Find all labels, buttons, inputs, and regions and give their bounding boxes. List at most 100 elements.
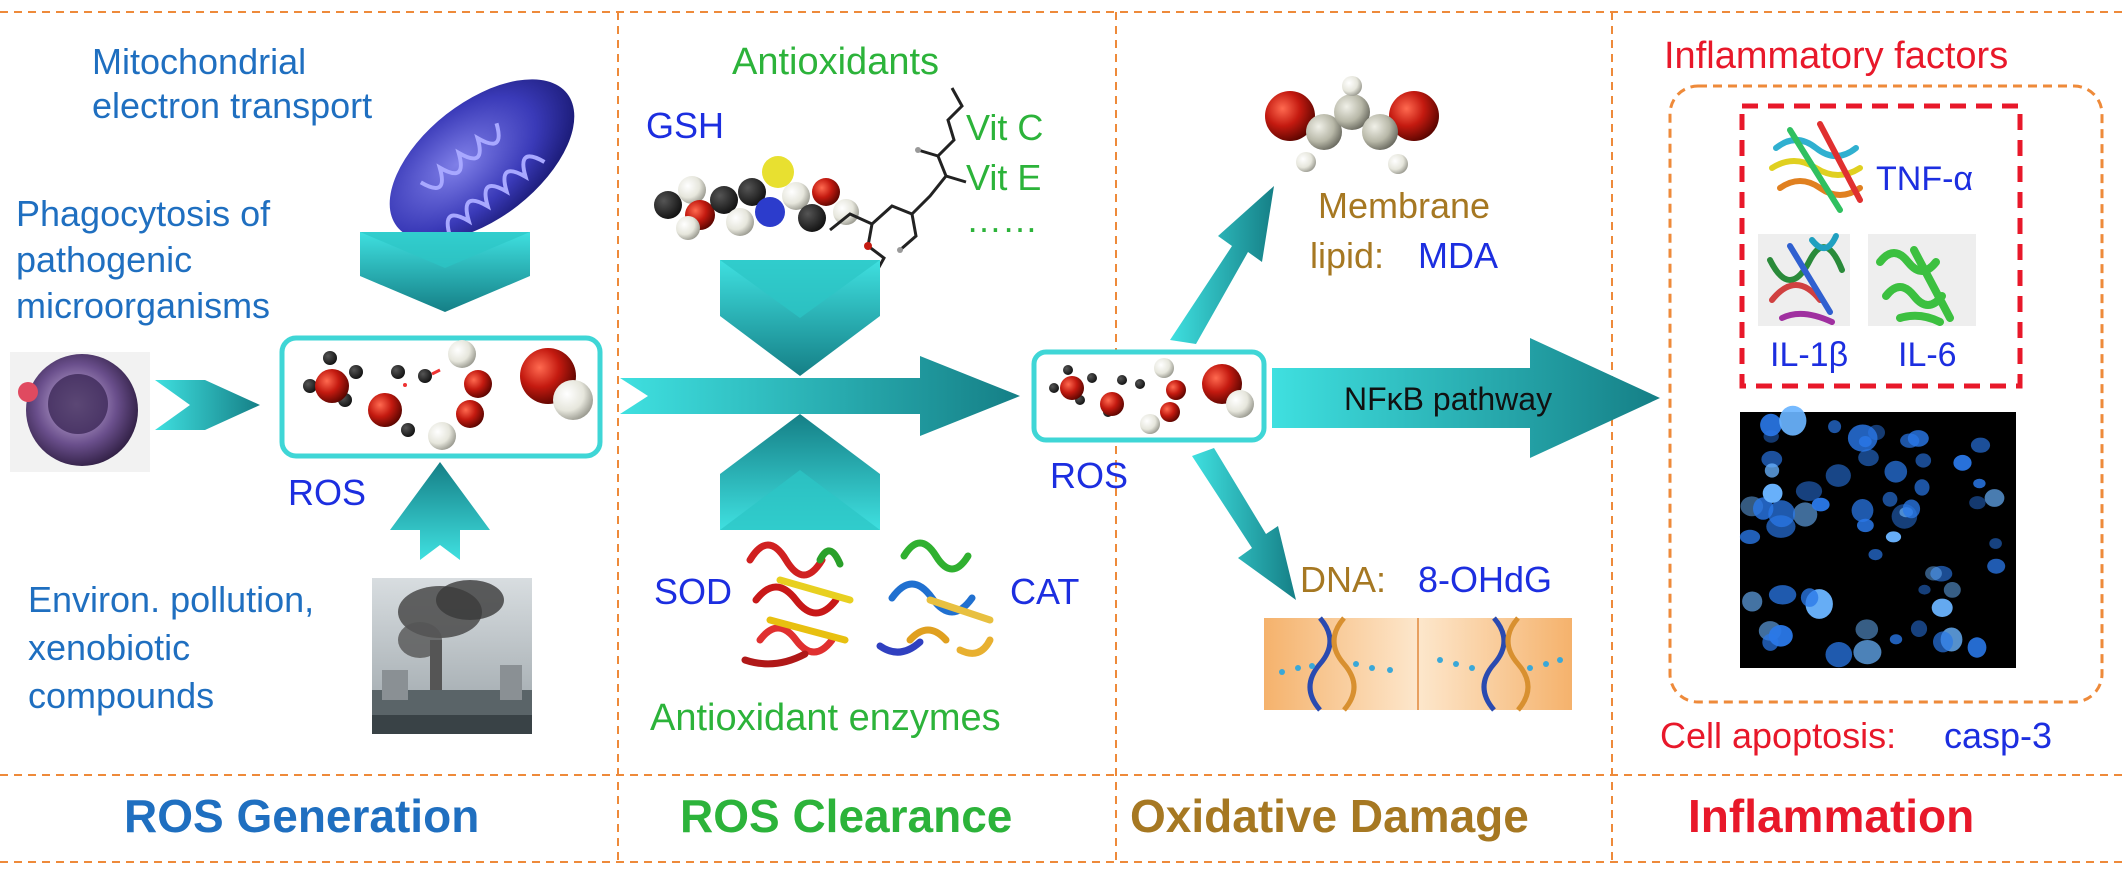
arrow-up-to-mda [1170, 186, 1274, 344]
mito-label-line2: electron transport [92, 85, 372, 126]
cell-nucleus [1931, 598, 1953, 617]
cell-nucleus [1857, 518, 1874, 533]
lipid-label: lipid: [1310, 235, 1384, 276]
il1-protein-icon [1758, 233, 1850, 326]
arrow-main-to-ros-middle [620, 356, 1020, 436]
arrow-down-to-dna [1192, 448, 1296, 600]
cell-nucleus [1930, 565, 1953, 582]
mda-label: MDA [1418, 235, 1498, 276]
cat-label: CAT [1010, 571, 1079, 612]
mitochondrion-icon [389, 79, 575, 241]
phago-label-line1: Phagocytosis of [16, 193, 271, 234]
cell-nucleus [1764, 463, 1780, 478]
footer-ros-clearance: ROS Clearance [680, 790, 1012, 842]
sod-label: SOD [654, 571, 732, 612]
cell-nucleus [1987, 558, 2006, 574]
cell-nucleus [1795, 481, 1823, 501]
ros-molecules-middle [1049, 358, 1254, 434]
cat-protein-icon [876, 539, 994, 657]
cell-nucleus [1855, 619, 1879, 640]
etc-label: …… [966, 199, 1038, 240]
cell-nucleus [1902, 499, 1921, 519]
cell-nucleus [1828, 420, 1842, 434]
cell-nucleus [1811, 497, 1830, 512]
cell-nucleus [1847, 424, 1878, 452]
pollution-photo-icon [372, 578, 532, 734]
cell-nucleus [1853, 640, 1882, 665]
il6-protein-icon [1868, 234, 1976, 326]
cell-nucleus [1858, 449, 1879, 467]
vite-label: Vit E [966, 157, 1041, 198]
membrane-label: Membrane [1318, 185, 1490, 226]
ros-molecules-left [303, 340, 593, 450]
inflammation-outer-box [1668, 84, 2104, 704]
cell-nucleus [1914, 479, 1930, 496]
cell-nucleus [1884, 460, 1908, 483]
footer-oxidative-damage: Oxidative Damage [1130, 790, 1529, 842]
cell-micrograph-icon [1739, 405, 2016, 668]
ros-label-middle: ROS [1050, 455, 1128, 496]
phago-label-line2: pathogenic [16, 239, 192, 280]
cell-nucleus [1925, 566, 1942, 581]
cell-nucleus [1768, 585, 1797, 605]
cell-nucleus [1760, 413, 1782, 437]
cell-nucleus [1973, 478, 1986, 489]
apoptosis-label: Cell apoptosis: [1660, 715, 1896, 756]
cell-nucleus [1763, 430, 1779, 443]
cell-nucleus [1918, 584, 1931, 595]
env-label-line2: xenobiotic [28, 627, 190, 668]
cell-nucleus [1868, 549, 1883, 561]
enzymes-label: Antioxidant enzymes [650, 697, 1001, 739]
antioxidants-label: Antioxidants [732, 41, 939, 83]
cell-nucleus [1800, 588, 1819, 607]
il6-label: IL-6 [1898, 336, 1957, 374]
cell-nucleus [1984, 489, 2005, 507]
cell-nucleus [1882, 491, 1898, 507]
cell-nucleus [1768, 625, 1793, 647]
cell-nucleus [1885, 531, 1902, 543]
cell-nucleus [1989, 538, 2002, 549]
cell-nucleus [1851, 499, 1874, 522]
cell-nucleus [1739, 529, 1761, 545]
cell-nucleus [1753, 497, 1774, 520]
footer-ros-generation: ROS Generation [124, 790, 479, 842]
gsh-molecule-icon [654, 156, 859, 240]
inflammatory-factors-title: Inflammatory factors [1664, 35, 2008, 77]
dna-helix-icon [1264, 616, 1572, 712]
cell-nucleus [1889, 634, 1903, 645]
cell-nucleus [1792, 502, 1818, 527]
gsh-label: GSH [646, 105, 724, 146]
env-label-line3: compounds [28, 675, 214, 716]
cell-nucleus [1915, 453, 1932, 468]
cell-nucleus [1910, 620, 1928, 637]
ros-box-left [279, 335, 603, 459]
cell-nucleus [1779, 405, 1807, 436]
il1-label: IL-1β [1770, 336, 1848, 374]
cell-nucleus [1969, 496, 1986, 510]
cell-nucleus [1825, 464, 1851, 487]
cell-nucleus [1933, 631, 1953, 653]
chevron-down-arrow-mito [360, 232, 530, 312]
tnf-protein-icon [1769, 121, 1863, 213]
cell-nucleus [1768, 500, 1796, 528]
cytokines-box [1739, 103, 2023, 389]
cell-nucleus [1761, 450, 1783, 468]
casp-label: casp-3 [1944, 715, 2052, 756]
cell-nucleus [1943, 582, 1961, 598]
phago-label-line3: microorganisms [16, 285, 270, 326]
vitamin-molecule-icon [829, 87, 967, 281]
cell-nucleus [1970, 437, 1991, 453]
arrow-cell-to-ros [155, 380, 260, 430]
vitc-label: Vit C [966, 107, 1043, 148]
tnf-label: TNF-α [1876, 160, 1973, 198]
macrophage-cell-icon [10, 352, 150, 472]
mito-label-line1: Mitochondrial [92, 41, 306, 82]
mda-molecule-icon [1265, 76, 1439, 174]
nfkb-label: NFκB pathway [1344, 381, 1552, 417]
dna-label: DNA: [1300, 559, 1386, 600]
cell-nucleus [1825, 642, 1853, 668]
nfkb-pathway-arrow [1272, 338, 1660, 458]
cell-nucleus [1762, 483, 1783, 503]
sod-protein-icon [741, 541, 854, 668]
